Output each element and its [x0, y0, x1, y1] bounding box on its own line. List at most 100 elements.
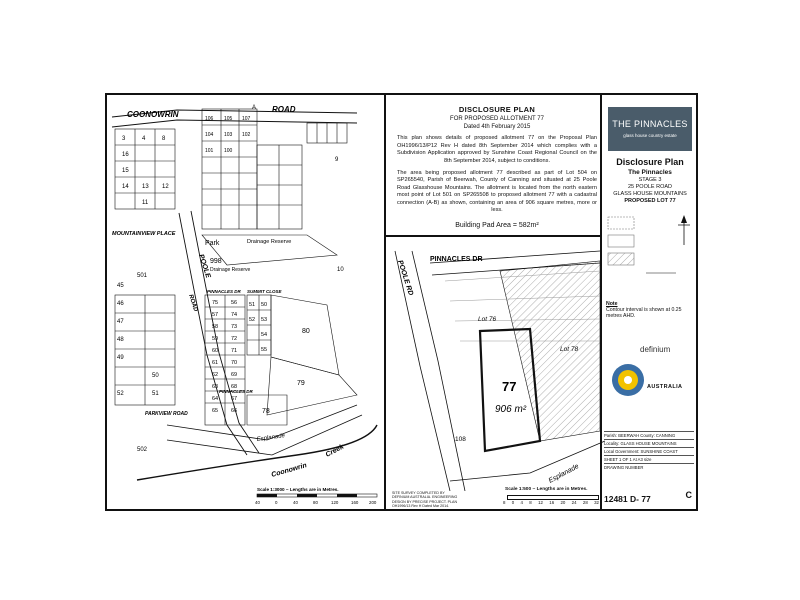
lot-label: 49	[117, 355, 124, 361]
lot-label: 73	[231, 324, 237, 330]
drainage-reserve-label-2: Drainage Reserve	[210, 267, 251, 273]
lot-label: 60	[212, 348, 218, 354]
plan-locality: GLASS HOUSE MOUNTAINS	[613, 191, 687, 197]
lot-label: 13	[142, 184, 149, 190]
overview-scale-tick: 40	[255, 500, 260, 505]
detail-scale-tick: 28	[582, 500, 588, 505]
lot-77-area: 906 m²	[495, 404, 527, 415]
lot-label: 57	[212, 312, 218, 318]
overview-scale-label: Scale 1:3000 ~ Lengths are in Metres.	[257, 487, 339, 492]
note-label: Note	[606, 301, 618, 307]
contour-note: Note Contour interval is shown at 0.25 m…	[606, 301, 692, 319]
lot-label: 56	[231, 300, 237, 306]
lot-79-label: 79	[297, 380, 305, 387]
lot-label: 52	[249, 317, 255, 323]
lot-label: 48	[117, 337, 124, 343]
lot-76-label: Lot 76	[478, 316, 496, 323]
survey-certificate: SITE SURVEY COMPLETED BY DEFINIUM AUSTRA…	[392, 491, 458, 508]
lot-10-label: 10	[337, 267, 344, 273]
lot-label: 70	[231, 360, 237, 366]
lot-label: 101	[205, 148, 214, 154]
plan-address: 25 POOLE ROAD	[627, 184, 673, 190]
legend	[607, 215, 690, 274]
notes-paragraph-2: The area being proposed allotment 77 des…	[397, 169, 597, 214]
title-block-rows: Parish: BEERWAH County: CANNING Locality…	[604, 431, 694, 471]
lot-label: 65	[212, 408, 218, 414]
lot-label: 12	[162, 184, 169, 190]
plan-lot: PROPOSED LOT 77	[624, 198, 676, 204]
lot-label: 53	[261, 317, 267, 323]
lot-label: 67	[231, 396, 237, 402]
detail-scale-tick: 12	[538, 500, 543, 505]
lot-78-label: Lot 78	[560, 346, 578, 353]
lot-label: 104	[205, 132, 214, 138]
lot-78-label: 78	[262, 408, 270, 415]
title-block: THE PINNACLES glass house country estate…	[600, 95, 698, 509]
title-row: Local Government: SUNSHINE COAST	[604, 447, 694, 455]
notes-subheading: FOR PROPOSED ALLOTMENT 77	[450, 116, 544, 123]
title-block-heading: Disclosure Plan The Pinnacles STAGE 3 25…	[604, 157, 696, 204]
pinnacles-logo: THE PINNACLES glass house country estate	[608, 107, 692, 151]
drawing-number: 12481 D- 77	[604, 494, 651, 504]
overview-scale-tick: 160	[351, 500, 359, 505]
north-arrow-icon	[678, 219, 690, 245]
company-name: definium	[640, 345, 671, 354]
road-label-pinnacles-dr: PINNACLES DR	[207, 289, 242, 294]
disclosure-plan-sheet: COONOWRIN ROAD A 3 4 8 16	[105, 93, 698, 511]
divider-horizontal	[384, 235, 600, 237]
lot-label: 51	[249, 302, 255, 308]
title-row: DRAWING NUMBER	[604, 463, 694, 471]
title-row: Locality: GLASS HOUSE MOUNTAINS	[604, 439, 694, 447]
drainage-reserve-label: Drainage Reserve	[247, 239, 291, 245]
plan-subtitle: The Pinnacles	[628, 169, 672, 176]
creek-label-coonowrin: Coonowrin	[271, 462, 308, 479]
overview-scale-fill	[337, 494, 357, 497]
lot-label: 103	[224, 132, 233, 138]
lot-label: 64	[212, 396, 218, 402]
lot-label: 106	[205, 116, 214, 122]
lot-label: 14	[122, 184, 129, 190]
lot-77-boundary	[478, 327, 542, 453]
divider-vertical	[384, 95, 386, 509]
road-label-pinnacles-dr-2: PINNACLES DR	[219, 389, 254, 394]
disclosure-notes: DISCLOSURE PLAN FOR PROPOSED ALLOTMENT 7…	[397, 105, 597, 230]
lot-label: 100	[224, 148, 233, 154]
overview-scale-fill	[257, 494, 277, 497]
lot-label: 63	[212, 384, 218, 390]
lot-108-label: 108	[455, 436, 466, 443]
overview-scale-tick: 200	[369, 500, 377, 505]
lot-501-label: 501	[137, 273, 148, 279]
park-label: Park	[205, 240, 220, 247]
note-text: Contour interval is shown at 0.25 metres…	[606, 307, 682, 319]
road-label-coonowrin: COONOWRIN	[127, 110, 179, 119]
drawing-number-box: 12481 D- 77 C	[604, 490, 694, 504]
definium-logo-icon	[612, 364, 644, 396]
detail-scale-tick: 4	[520, 500, 523, 505]
lot-label: 72	[231, 336, 237, 342]
lot-label: 4	[142, 136, 146, 142]
lot-label: 52	[117, 391, 124, 397]
lot-label: 16	[122, 152, 129, 158]
lot-502-label: 502	[137, 447, 148, 453]
lot-77-label: 77	[502, 379, 516, 394]
detail-scale-tick: 24	[571, 500, 577, 505]
lot-label: 3	[122, 136, 126, 142]
road-label-poole-road: ROAD	[187, 294, 198, 313]
lot-label: 46	[117, 301, 124, 307]
detail-scale-tick: 16	[549, 500, 555, 505]
lot-label: 62	[212, 372, 218, 378]
road-label-esplanade: Esplanade	[256, 433, 286, 443]
lot-998-label: 998	[210, 258, 222, 265]
lot-label: 66	[231, 408, 237, 414]
lot-label: 58	[212, 324, 218, 330]
road-label-parkview: PARKVIEW ROAD	[145, 411, 188, 417]
detail-scale-tick: 20	[560, 500, 566, 505]
overview-map: COONOWRIN ROAD A 3 4 8 16	[111, 105, 378, 505]
notes-paragraph-1: This plan shows details of proposed allo…	[397, 135, 597, 164]
road-label-mountainview: MOUNTAINVIEW PLACE	[112, 231, 176, 237]
logo-name: THE PINNACLES	[612, 119, 688, 129]
lot-detail-map: POOLE RD PINNACLES DR 77 906 m² Lot 76 L…	[394, 250, 606, 491]
logo-tagline: glass house country estate	[623, 133, 677, 138]
notes-heading: DISCLOSURE PLAN	[458, 105, 536, 114]
lot-label: 50	[261, 302, 267, 308]
